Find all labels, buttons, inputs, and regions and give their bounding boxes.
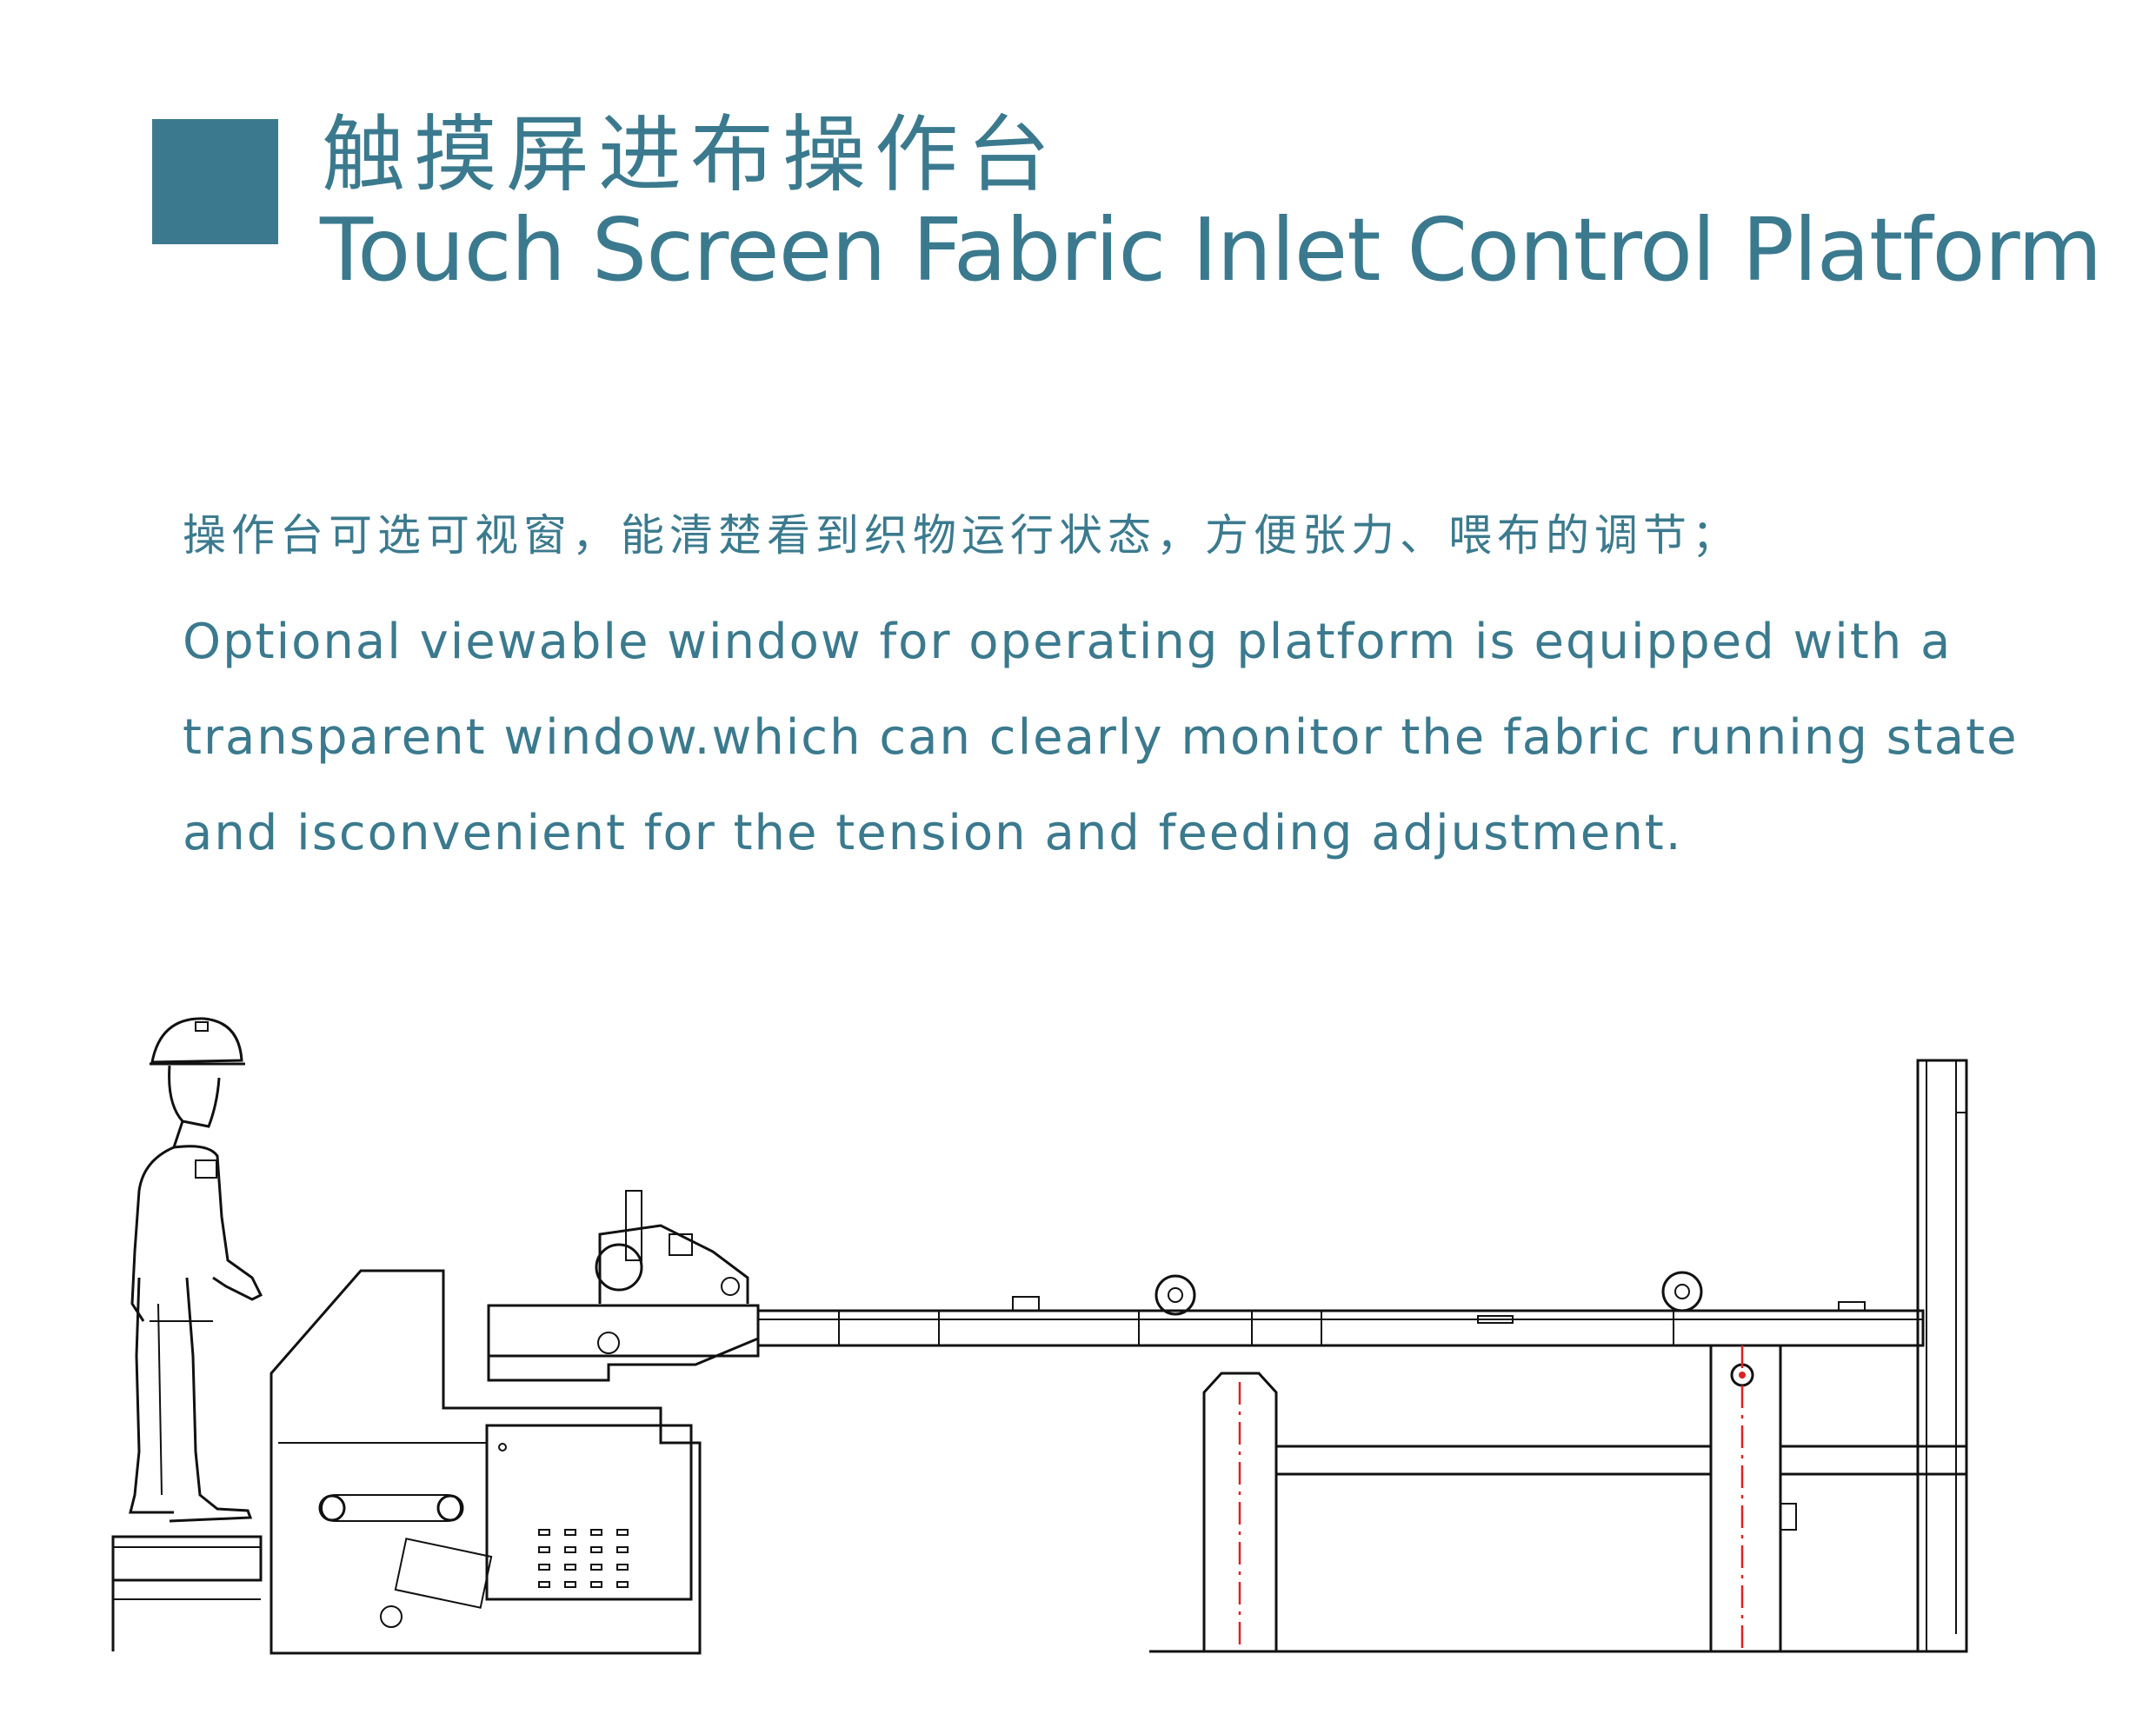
cross-beams xyxy=(1276,1445,1966,1531)
machine-line-drawing xyxy=(111,1017,1968,1655)
title-accent-square xyxy=(152,119,278,244)
support-leg-left xyxy=(1202,1372,1278,1651)
machine-diagram xyxy=(0,991,2156,1669)
description-block: 操作台可选可视窗，能清楚看到织物运行状态，方便张力、喂布的调节； Optiona… xyxy=(183,504,2052,881)
description-english-line-2: transparent window.which can clearly mon… xyxy=(183,709,2019,766)
page-title-english: Touch Screen Fabric Inlet Control Platfo… xyxy=(320,199,2102,301)
description-chinese: 操作台可选可视窗，能清楚看到织物运行状态，方便张力、喂布的调节； xyxy=(183,510,1740,561)
page-title-chinese: 触摸屏进布操作台 xyxy=(322,106,1059,203)
description-english-line-3: and isconvenient for the tension and fee… xyxy=(183,805,1683,861)
description-english-line-1: Optional viewable window for operating p… xyxy=(183,614,1953,670)
operator-figure xyxy=(129,1017,263,1523)
control-cabinet xyxy=(270,1269,702,1655)
conveyor-beam xyxy=(756,1271,1925,1347)
standing-platform xyxy=(111,1535,263,1651)
feed-head xyxy=(487,1190,760,1382)
support-leg-right xyxy=(1709,1344,1782,1653)
right-frame xyxy=(1916,1059,1968,1653)
